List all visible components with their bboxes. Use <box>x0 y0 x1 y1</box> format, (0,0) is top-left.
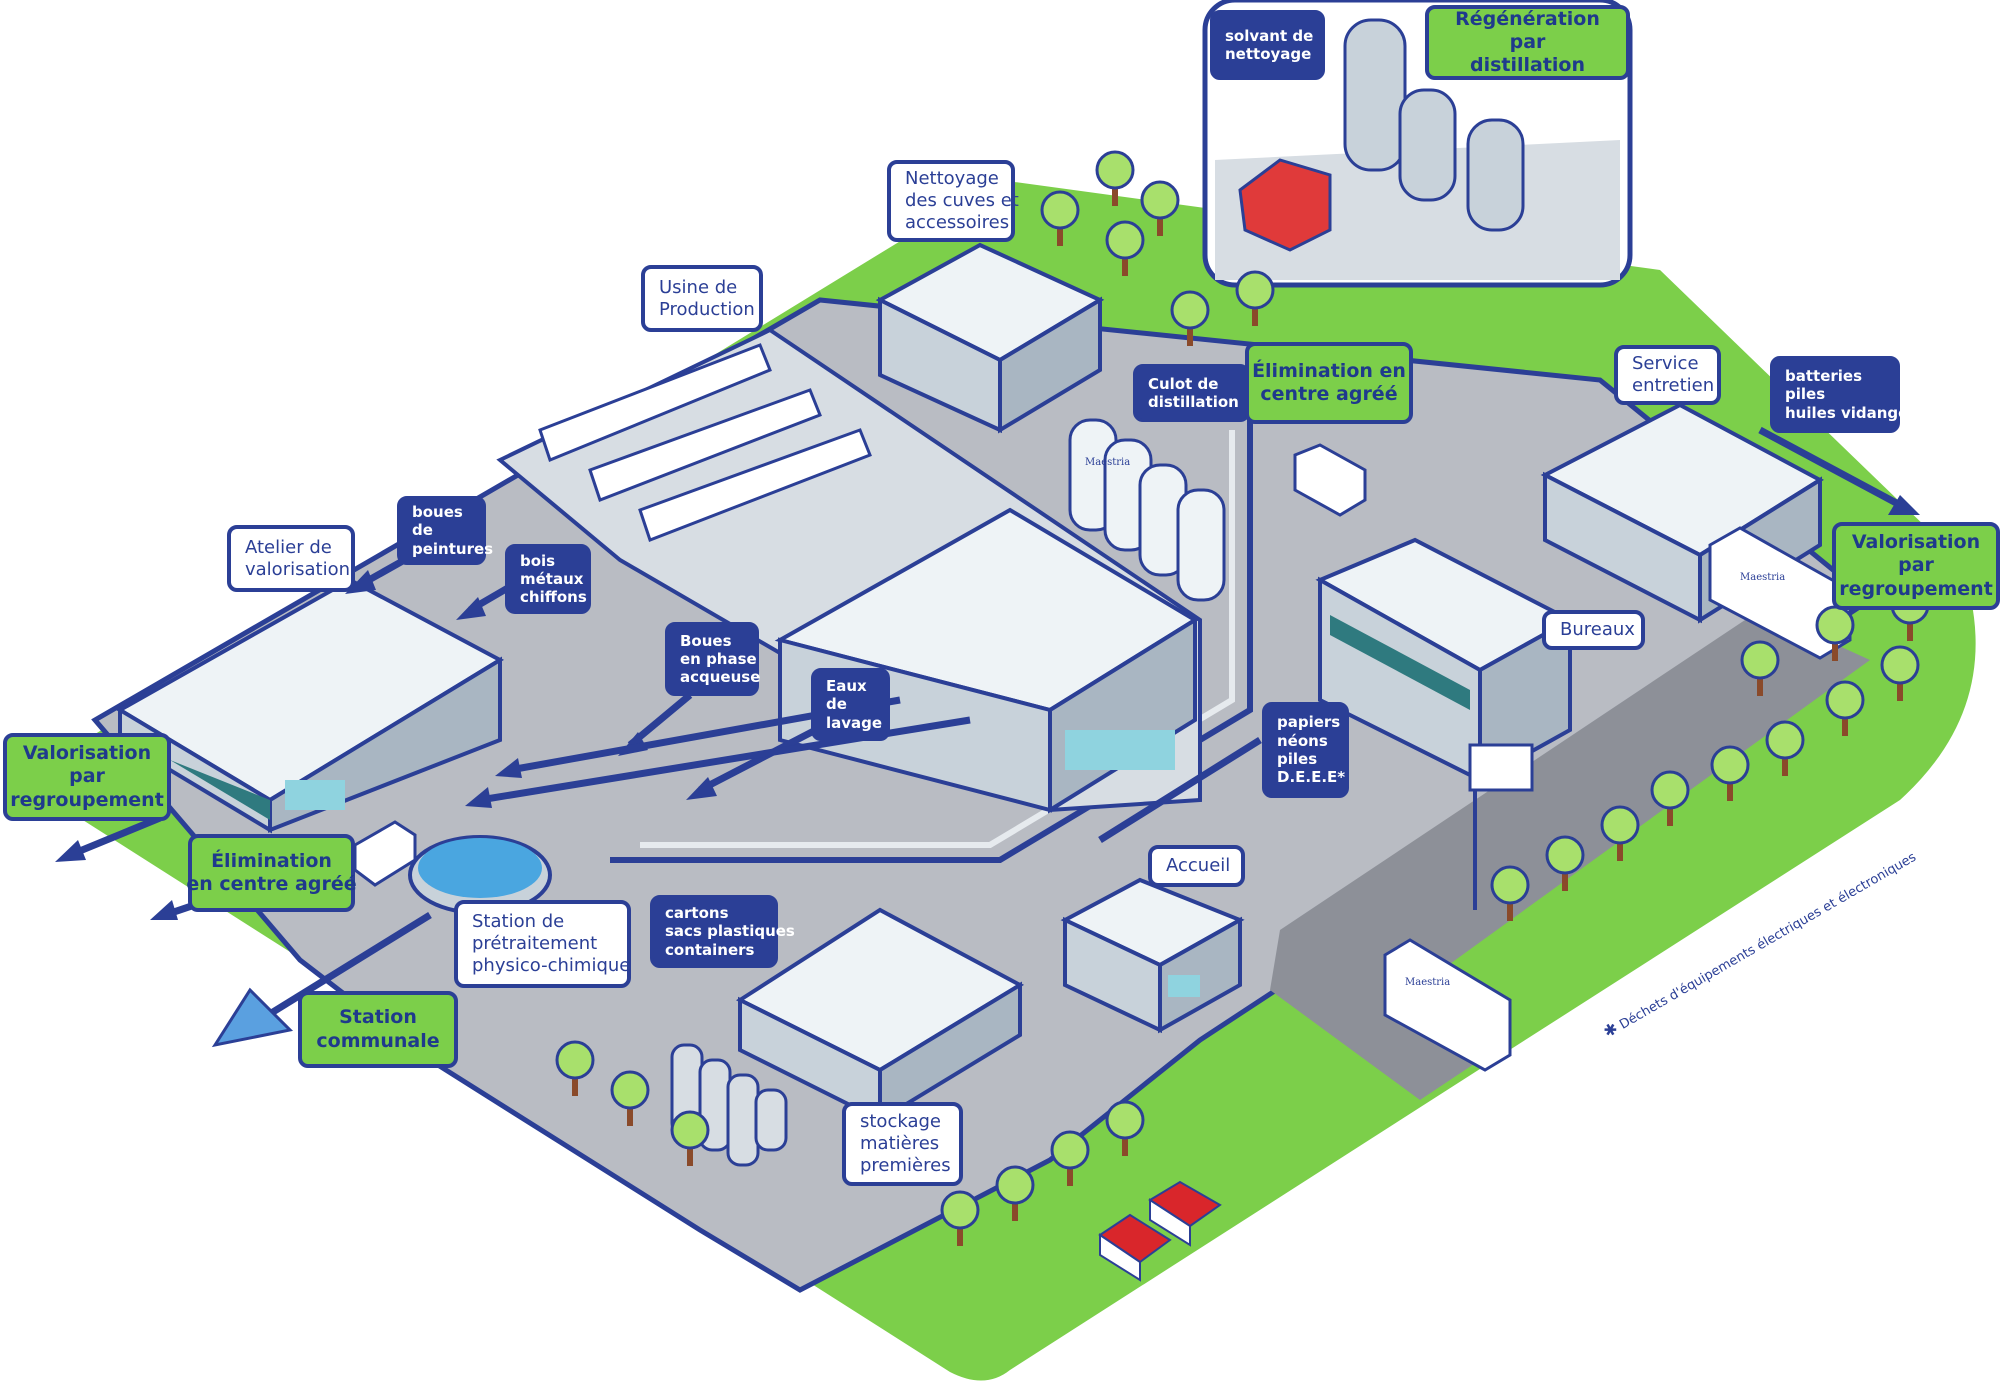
tree-trunk <box>1157 214 1163 236</box>
tree-trunk <box>957 1224 963 1246</box>
tree-trunk <box>1832 639 1838 661</box>
brand-truck-right: Maestria <box>1740 572 1785 583</box>
tree-crown <box>1235 270 1275 310</box>
tree-crown <box>1140 180 1180 220</box>
tree-trunk <box>1757 674 1763 696</box>
tree-trunk <box>1507 899 1513 921</box>
tree-crown <box>940 1190 980 1230</box>
sign-post <box>1468 743 1534 910</box>
tree-crown <box>1545 835 1585 875</box>
tree-crown <box>1710 745 1750 785</box>
tree-trunk <box>627 1104 633 1126</box>
tree-trunk <box>1012 1199 1018 1221</box>
label-bureaux: Bureaux <box>1542 610 1645 650</box>
brand-tank: Maestria <box>1085 457 1130 468</box>
tree-trunk <box>1112 184 1118 206</box>
tree-crown <box>1490 865 1530 905</box>
accueil-building <box>1060 877 1245 1034</box>
tree-crown <box>1095 150 1135 190</box>
tree-trunk <box>1122 254 1128 276</box>
brand-truck-bottom: Maestria <box>1405 977 1450 988</box>
pretreatment-basin <box>408 835 552 915</box>
nettoyage-building <box>875 242 1105 434</box>
tree-crown <box>1170 290 1210 330</box>
tree-crown <box>1050 1130 1090 1170</box>
tree-crown <box>1650 770 1690 810</box>
tree-trunk <box>1907 619 1913 641</box>
tree-crown <box>1105 1100 1145 1140</box>
tree-crown <box>555 1040 595 1080</box>
tree-trunk <box>1727 779 1733 801</box>
tree-trunk <box>572 1074 578 1096</box>
tree-trunk <box>687 1144 693 1166</box>
tree-trunk <box>1897 679 1903 701</box>
tree-trunk <box>1067 1164 1073 1186</box>
distillation-tanks <box>1068 418 1226 602</box>
tree-crown <box>1815 605 1855 645</box>
label-accueil: Accueil <box>1148 845 1245 887</box>
tree-crown <box>995 1165 1035 1205</box>
houses <box>1098 1180 1222 1282</box>
stockage-building <box>670 907 1025 1167</box>
tree-crown <box>1740 640 1780 680</box>
tree-trunk <box>1782 754 1788 776</box>
tree-crown <box>670 1110 710 1150</box>
tree-trunk <box>1057 224 1063 246</box>
tree-trunk <box>1667 804 1673 826</box>
tree-trunk <box>1562 869 1568 891</box>
tree-trunk <box>1122 1134 1128 1156</box>
tree-crown <box>1600 805 1640 845</box>
tree-trunk <box>1842 714 1848 736</box>
tree-crown <box>1880 645 1920 685</box>
tree-crown <box>1105 220 1145 260</box>
tree-trunk <box>1187 324 1193 346</box>
tree-crown <box>1040 190 1080 230</box>
station-arrow-head <box>211 987 294 1048</box>
bureaux-building <box>1315 537 1575 784</box>
tree-trunk <box>1252 304 1258 326</box>
tree-crown <box>1825 680 1865 720</box>
trees <box>555 150 1930 1246</box>
production-factory <box>496 327 1202 814</box>
tree-crown <box>1765 720 1805 760</box>
tree-trunk <box>1617 839 1623 861</box>
tree-crown <box>610 1070 650 1110</box>
